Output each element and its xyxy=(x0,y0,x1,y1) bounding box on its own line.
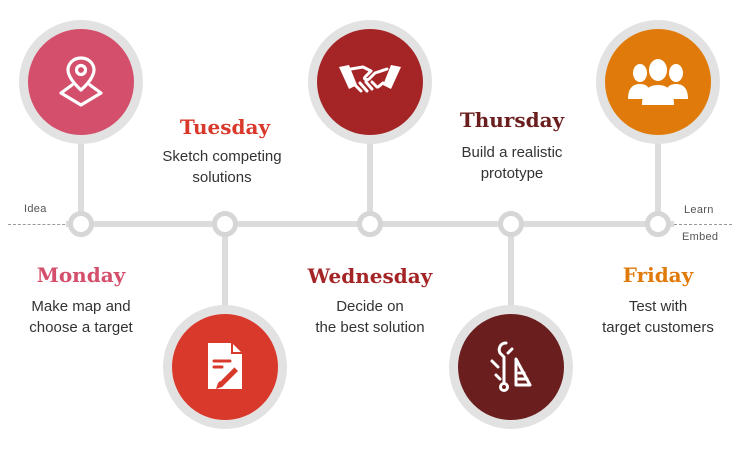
desc-line: the best solution xyxy=(315,319,425,336)
stem-monday xyxy=(78,140,84,224)
node-thursday xyxy=(498,211,524,237)
sketch-document-icon xyxy=(208,343,242,389)
handshake-icon xyxy=(339,65,401,93)
circle-tuesday xyxy=(163,305,287,429)
desc-line: prototype xyxy=(480,165,544,182)
edge-label-learn: Learn xyxy=(684,204,714,216)
desc-line: Sketch competing xyxy=(162,148,282,165)
day-desc-monday: Make map and choose a target xyxy=(0,296,181,338)
day-desc-friday: Test with target customers xyxy=(558,296,750,338)
day-title-thursday: Thursday xyxy=(459,108,565,132)
day-title-friday: Friday xyxy=(622,263,694,287)
node-friday xyxy=(645,211,671,237)
timeline-start-dash xyxy=(8,224,70,225)
circle-thursday xyxy=(449,305,573,429)
circle-friday xyxy=(596,20,720,144)
node-tuesday xyxy=(212,211,238,237)
desc-line: Decide on xyxy=(336,298,404,315)
edge-label-idea: Idea xyxy=(24,203,47,215)
stem-thursday xyxy=(508,224,514,310)
circle-wednesday xyxy=(308,20,432,144)
timeline-end-dash xyxy=(664,224,732,225)
circle-monday xyxy=(19,20,143,144)
day-title-tuesday: Tuesday xyxy=(179,115,271,139)
day-title-wednesday: Wednesday xyxy=(307,264,433,288)
stem-tuesday xyxy=(222,224,228,310)
node-monday xyxy=(68,211,94,237)
day-desc-thursday: Build a realistic prototype xyxy=(412,142,612,184)
desc-line: Make map and xyxy=(31,298,131,315)
desc-line: target customers xyxy=(602,319,714,336)
build-tools-icon xyxy=(490,341,532,392)
map-pin-icon xyxy=(59,56,103,107)
stem-friday xyxy=(655,140,661,224)
node-wednesday xyxy=(357,211,383,237)
desc-line: Test with xyxy=(628,298,688,315)
desc-line: solutions xyxy=(192,169,252,186)
desc-line: Build a realistic xyxy=(461,144,563,161)
day-desc-wednesday: Decide on the best solution xyxy=(270,296,470,338)
day-title-monday: Monday xyxy=(36,263,126,287)
stem-wednesday xyxy=(367,140,373,224)
day-desc-tuesday: Sketch competing solutions xyxy=(122,146,322,188)
edge-label-embed: Embed xyxy=(682,231,719,243)
users-group-icon xyxy=(628,59,688,105)
desc-line: choose a target xyxy=(29,319,133,336)
